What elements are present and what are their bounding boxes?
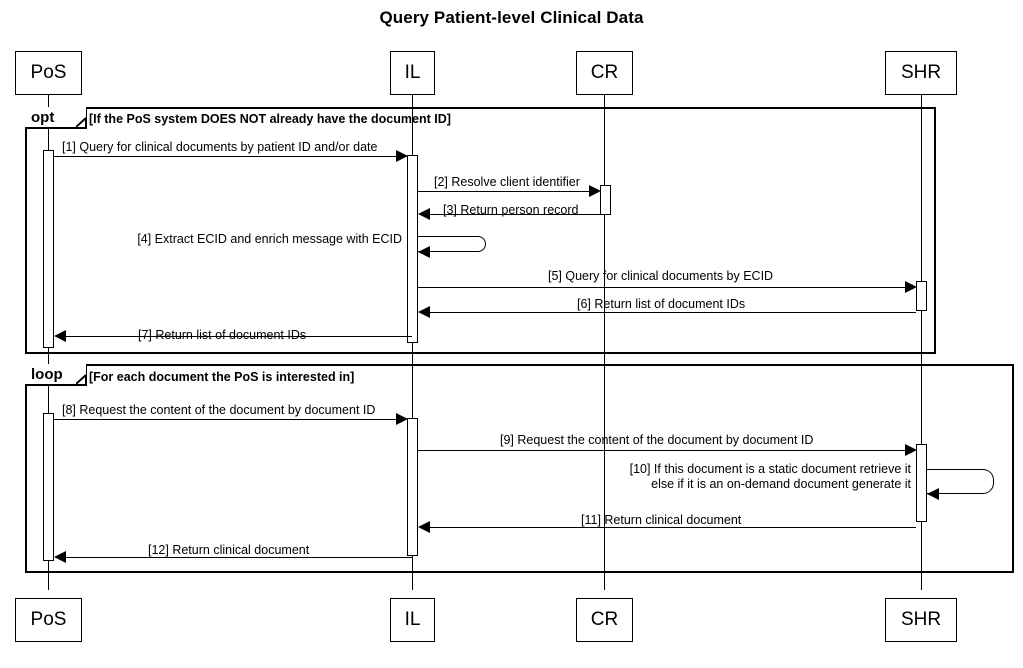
participant-il-label-bottom: IL bbox=[404, 609, 421, 630]
participant-shr-bottom[interactable]: SHR bbox=[885, 598, 957, 642]
participant-pos-bottom[interactable]: PoS bbox=[15, 598, 82, 642]
message-4-self-loop bbox=[418, 236, 486, 252]
participant-cr-label: CR bbox=[590, 62, 619, 83]
fragment-opt bbox=[25, 107, 936, 354]
fragment-opt-operator-label: opt bbox=[31, 108, 55, 126]
participant-pos-top[interactable]: PoS bbox=[15, 51, 82, 95]
participant-shr-label: SHR bbox=[900, 62, 942, 83]
activation-cr-opt bbox=[600, 185, 611, 215]
message-8-arrowhead-icon bbox=[396, 413, 408, 425]
message-5-arrowhead-icon bbox=[905, 281, 917, 293]
participant-il-label: IL bbox=[404, 62, 421, 83]
message-5-line bbox=[418, 287, 907, 288]
participant-cr-bottom[interactable]: CR bbox=[576, 598, 633, 642]
message-7-label: [7] Return list of document IDs bbox=[138, 328, 307, 342]
message-10-arrowhead-icon bbox=[927, 488, 939, 500]
message-4-label: [4] Extract ECID and enrich message with… bbox=[137, 232, 402, 246]
message-12-label: [12] Return clinical document bbox=[148, 543, 310, 557]
participant-cr-label-bottom: CR bbox=[590, 609, 619, 630]
message-7-arrowhead-icon bbox=[54, 330, 66, 342]
message-1-arrowhead-icon bbox=[396, 150, 408, 162]
lifeline-shr bbox=[921, 95, 922, 590]
fragment-opt-operator-tab: opt bbox=[25, 107, 87, 129]
fragment-opt-guard: [If the PoS system DOES NOT already have… bbox=[89, 112, 451, 126]
fragment-loop bbox=[25, 364, 1014, 573]
activation-pos-opt bbox=[43, 150, 54, 348]
participant-il-top[interactable]: IL bbox=[390, 51, 435, 95]
message-12-arrowhead-icon bbox=[54, 551, 66, 563]
message-7-line bbox=[66, 336, 412, 337]
activation-pos-loop bbox=[43, 413, 54, 561]
fragment-loop-operator-tab: loop bbox=[25, 364, 87, 386]
participant-shr-top[interactable]: SHR bbox=[885, 51, 957, 95]
fragment-loop-guard: [For each document the PoS is interested… bbox=[89, 370, 355, 384]
activation-shr-opt bbox=[916, 281, 927, 311]
message-2-label: [2] Resolve client identifier bbox=[434, 175, 580, 189]
message-8-line bbox=[54, 419, 398, 420]
message-11-arrowhead-icon bbox=[418, 521, 430, 533]
message-6-arrowhead-icon bbox=[418, 306, 430, 318]
message-10-label: [10] If this document is a static docume… bbox=[629, 462, 911, 491]
fragment-tab-corner-icon bbox=[76, 364, 86, 384]
message-9-line bbox=[418, 450, 907, 451]
participant-il-bottom[interactable]: IL bbox=[390, 598, 435, 642]
message-12-line bbox=[66, 557, 412, 558]
message-3-label: [3] Return person record bbox=[443, 203, 579, 217]
fragment-tab-corner-icon bbox=[76, 107, 86, 127]
diagram-title: Query Patient-level Clinical Data bbox=[379, 8, 644, 27]
message-3-arrowhead-icon bbox=[418, 208, 430, 220]
participant-pos-label-bottom: PoS bbox=[30, 609, 67, 630]
activation-shr-loop bbox=[916, 444, 927, 522]
activation-il-opt bbox=[407, 155, 418, 343]
lifeline-cr bbox=[604, 95, 605, 590]
message-2-line bbox=[418, 191, 590, 192]
participant-cr-top[interactable]: CR bbox=[576, 51, 633, 95]
message-9-arrowhead-icon bbox=[905, 444, 917, 456]
message-11-line bbox=[430, 527, 916, 528]
message-10-self-loop bbox=[927, 469, 994, 494]
message-4-arrowhead-icon bbox=[418, 246, 430, 258]
message-3-line bbox=[430, 214, 610, 215]
message-6-label: [6] Return list of document IDs bbox=[577, 297, 746, 311]
participant-shr-label-bottom: SHR bbox=[900, 609, 942, 630]
message-11-label: [11] Return clinical document bbox=[581, 513, 742, 527]
message-1-label: [1] Query for clinical documents by pati… bbox=[62, 140, 378, 154]
message-2-arrowhead-icon bbox=[589, 185, 601, 197]
activation-il-loop bbox=[407, 418, 418, 556]
message-9-label: [9] Request the content of the document … bbox=[500, 433, 814, 447]
message-5-label: [5] Query for clinical documents by ECID bbox=[548, 269, 774, 283]
fragment-loop-operator-label: loop bbox=[31, 365, 63, 383]
participant-pos-label: PoS bbox=[30, 62, 67, 83]
message-8-label: [8] Request the content of the document … bbox=[62, 403, 376, 417]
message-6-line bbox=[430, 312, 916, 313]
message-1-line bbox=[54, 156, 398, 157]
